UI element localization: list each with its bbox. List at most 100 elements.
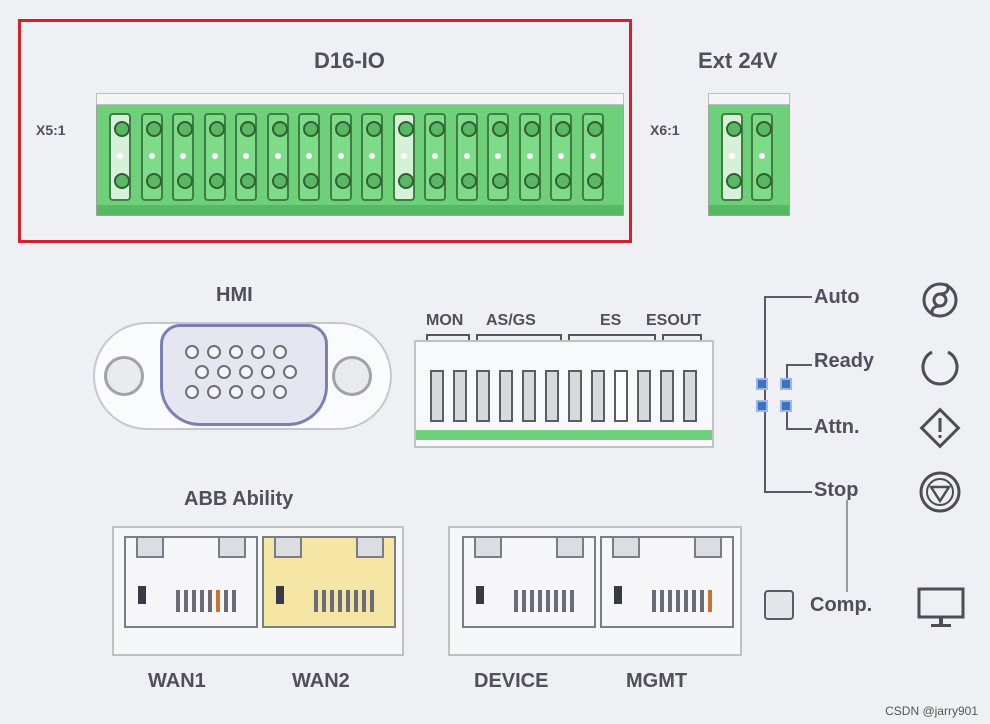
terminal-pin xyxy=(392,113,415,201)
header-pin xyxy=(545,370,559,422)
vga-pin xyxy=(217,365,231,379)
x6-label: X6:1 xyxy=(650,122,680,138)
mgmt-port[interactable] xyxy=(600,536,734,628)
wan1-port[interactable] xyxy=(124,536,258,628)
header-pin xyxy=(499,370,513,422)
header-pin xyxy=(660,370,674,422)
terminal-pin xyxy=(298,113,320,201)
terminal-pin xyxy=(266,113,289,201)
screw-icon xyxy=(332,356,372,396)
connector-base xyxy=(416,430,712,440)
hmi-label: HMI xyxy=(216,284,253,306)
header-pin xyxy=(453,370,467,422)
ext-24v-label: Ext 24V xyxy=(698,48,778,73)
legend-line xyxy=(786,428,812,430)
stop-icon xyxy=(919,471,961,513)
group-label-esout: ESOUT xyxy=(646,312,702,329)
port-label-device: DEVICE xyxy=(474,670,549,692)
abb-ability-label: ABB Ability xyxy=(184,488,294,510)
vga-pin xyxy=(185,345,199,359)
monitor-icon xyxy=(917,587,965,627)
ready-icon xyxy=(921,350,959,386)
header-pin xyxy=(522,370,536,422)
header-pin xyxy=(568,370,582,422)
vga-pin xyxy=(251,385,265,399)
terminal-pin xyxy=(140,113,163,201)
auto-icon xyxy=(922,282,958,318)
d16-io-highlight-box xyxy=(18,19,632,243)
header-pin xyxy=(637,370,651,422)
status-label-ready: Ready xyxy=(814,350,875,372)
terminal-pin xyxy=(487,113,509,201)
group-label-as-gs: AS/GS xyxy=(486,312,536,329)
terminal-pin xyxy=(721,113,743,201)
vga-pin xyxy=(195,365,209,379)
group-bracket xyxy=(476,334,562,342)
legend-line xyxy=(786,410,788,428)
status-label-stop: Stop xyxy=(814,479,859,501)
terminal-pin xyxy=(581,113,604,201)
legend-line xyxy=(786,364,812,366)
terminal-pin xyxy=(455,113,478,201)
vga-pin xyxy=(251,345,265,359)
header-pin xyxy=(476,370,490,422)
terminal-pin xyxy=(203,113,226,201)
device-port[interactable] xyxy=(462,536,596,628)
vga-pin xyxy=(273,385,287,399)
terminal-rail xyxy=(96,93,624,105)
status-led xyxy=(780,378,792,390)
status-led xyxy=(756,400,768,412)
ext-24v-terminal-block xyxy=(708,93,790,216)
attn-icon xyxy=(919,407,961,449)
vga-pin xyxy=(229,385,243,399)
status-label-comp: Comp. xyxy=(810,594,873,616)
terminal-pin xyxy=(518,113,541,201)
vga-pin xyxy=(185,385,199,399)
status-led xyxy=(756,378,768,390)
terminal-pin xyxy=(235,113,257,201)
header-pin xyxy=(591,370,605,422)
vga-pin xyxy=(207,345,221,359)
screw-icon xyxy=(104,356,144,396)
terminal-pin xyxy=(751,113,773,201)
header-pin xyxy=(430,370,444,422)
watermark: CSDN @jarry901 xyxy=(885,704,978,718)
port-label-wan1: WAN1 xyxy=(148,670,206,692)
terminal-pin xyxy=(361,113,383,201)
group-bracket xyxy=(568,334,656,342)
port-label-wan2: WAN2 xyxy=(292,670,350,692)
status-led xyxy=(780,400,792,412)
vga-pin xyxy=(273,345,287,359)
legend-line xyxy=(764,296,766,492)
port-label-mgmt: MGMT xyxy=(626,670,688,692)
vga-pin xyxy=(261,365,275,379)
legend-line xyxy=(764,296,812,298)
header-pin xyxy=(614,370,628,422)
vga-pin xyxy=(283,365,297,379)
safety-header-connector xyxy=(414,340,714,448)
vga-pin xyxy=(207,385,221,399)
status-label-attn: Attn. xyxy=(814,416,860,438)
group-label-es: ES xyxy=(600,312,622,329)
d16-io-label: D16-IO xyxy=(314,48,385,73)
terminal-pin xyxy=(109,113,131,201)
terminal-pin xyxy=(424,113,446,201)
terminal-rail xyxy=(708,93,790,105)
group-label-mon: MON xyxy=(426,312,464,329)
header-pin xyxy=(683,370,697,422)
terminal-pin xyxy=(172,113,194,201)
group-bracket xyxy=(662,334,702,342)
terminal-pin xyxy=(329,113,352,201)
legend-line xyxy=(764,491,812,493)
group-bracket xyxy=(426,334,470,342)
vga-pin xyxy=(229,345,243,359)
terminal-pin xyxy=(550,113,572,201)
legend-line xyxy=(786,364,788,380)
wan2-port[interactable] xyxy=(262,536,396,628)
legend-line xyxy=(846,500,848,592)
comp-button[interactable] xyxy=(764,590,794,620)
status-label-auto: Auto xyxy=(814,286,860,308)
hmi-vga-port xyxy=(160,324,328,426)
vga-pin xyxy=(239,365,253,379)
x5-label: X5:1 xyxy=(36,122,66,138)
